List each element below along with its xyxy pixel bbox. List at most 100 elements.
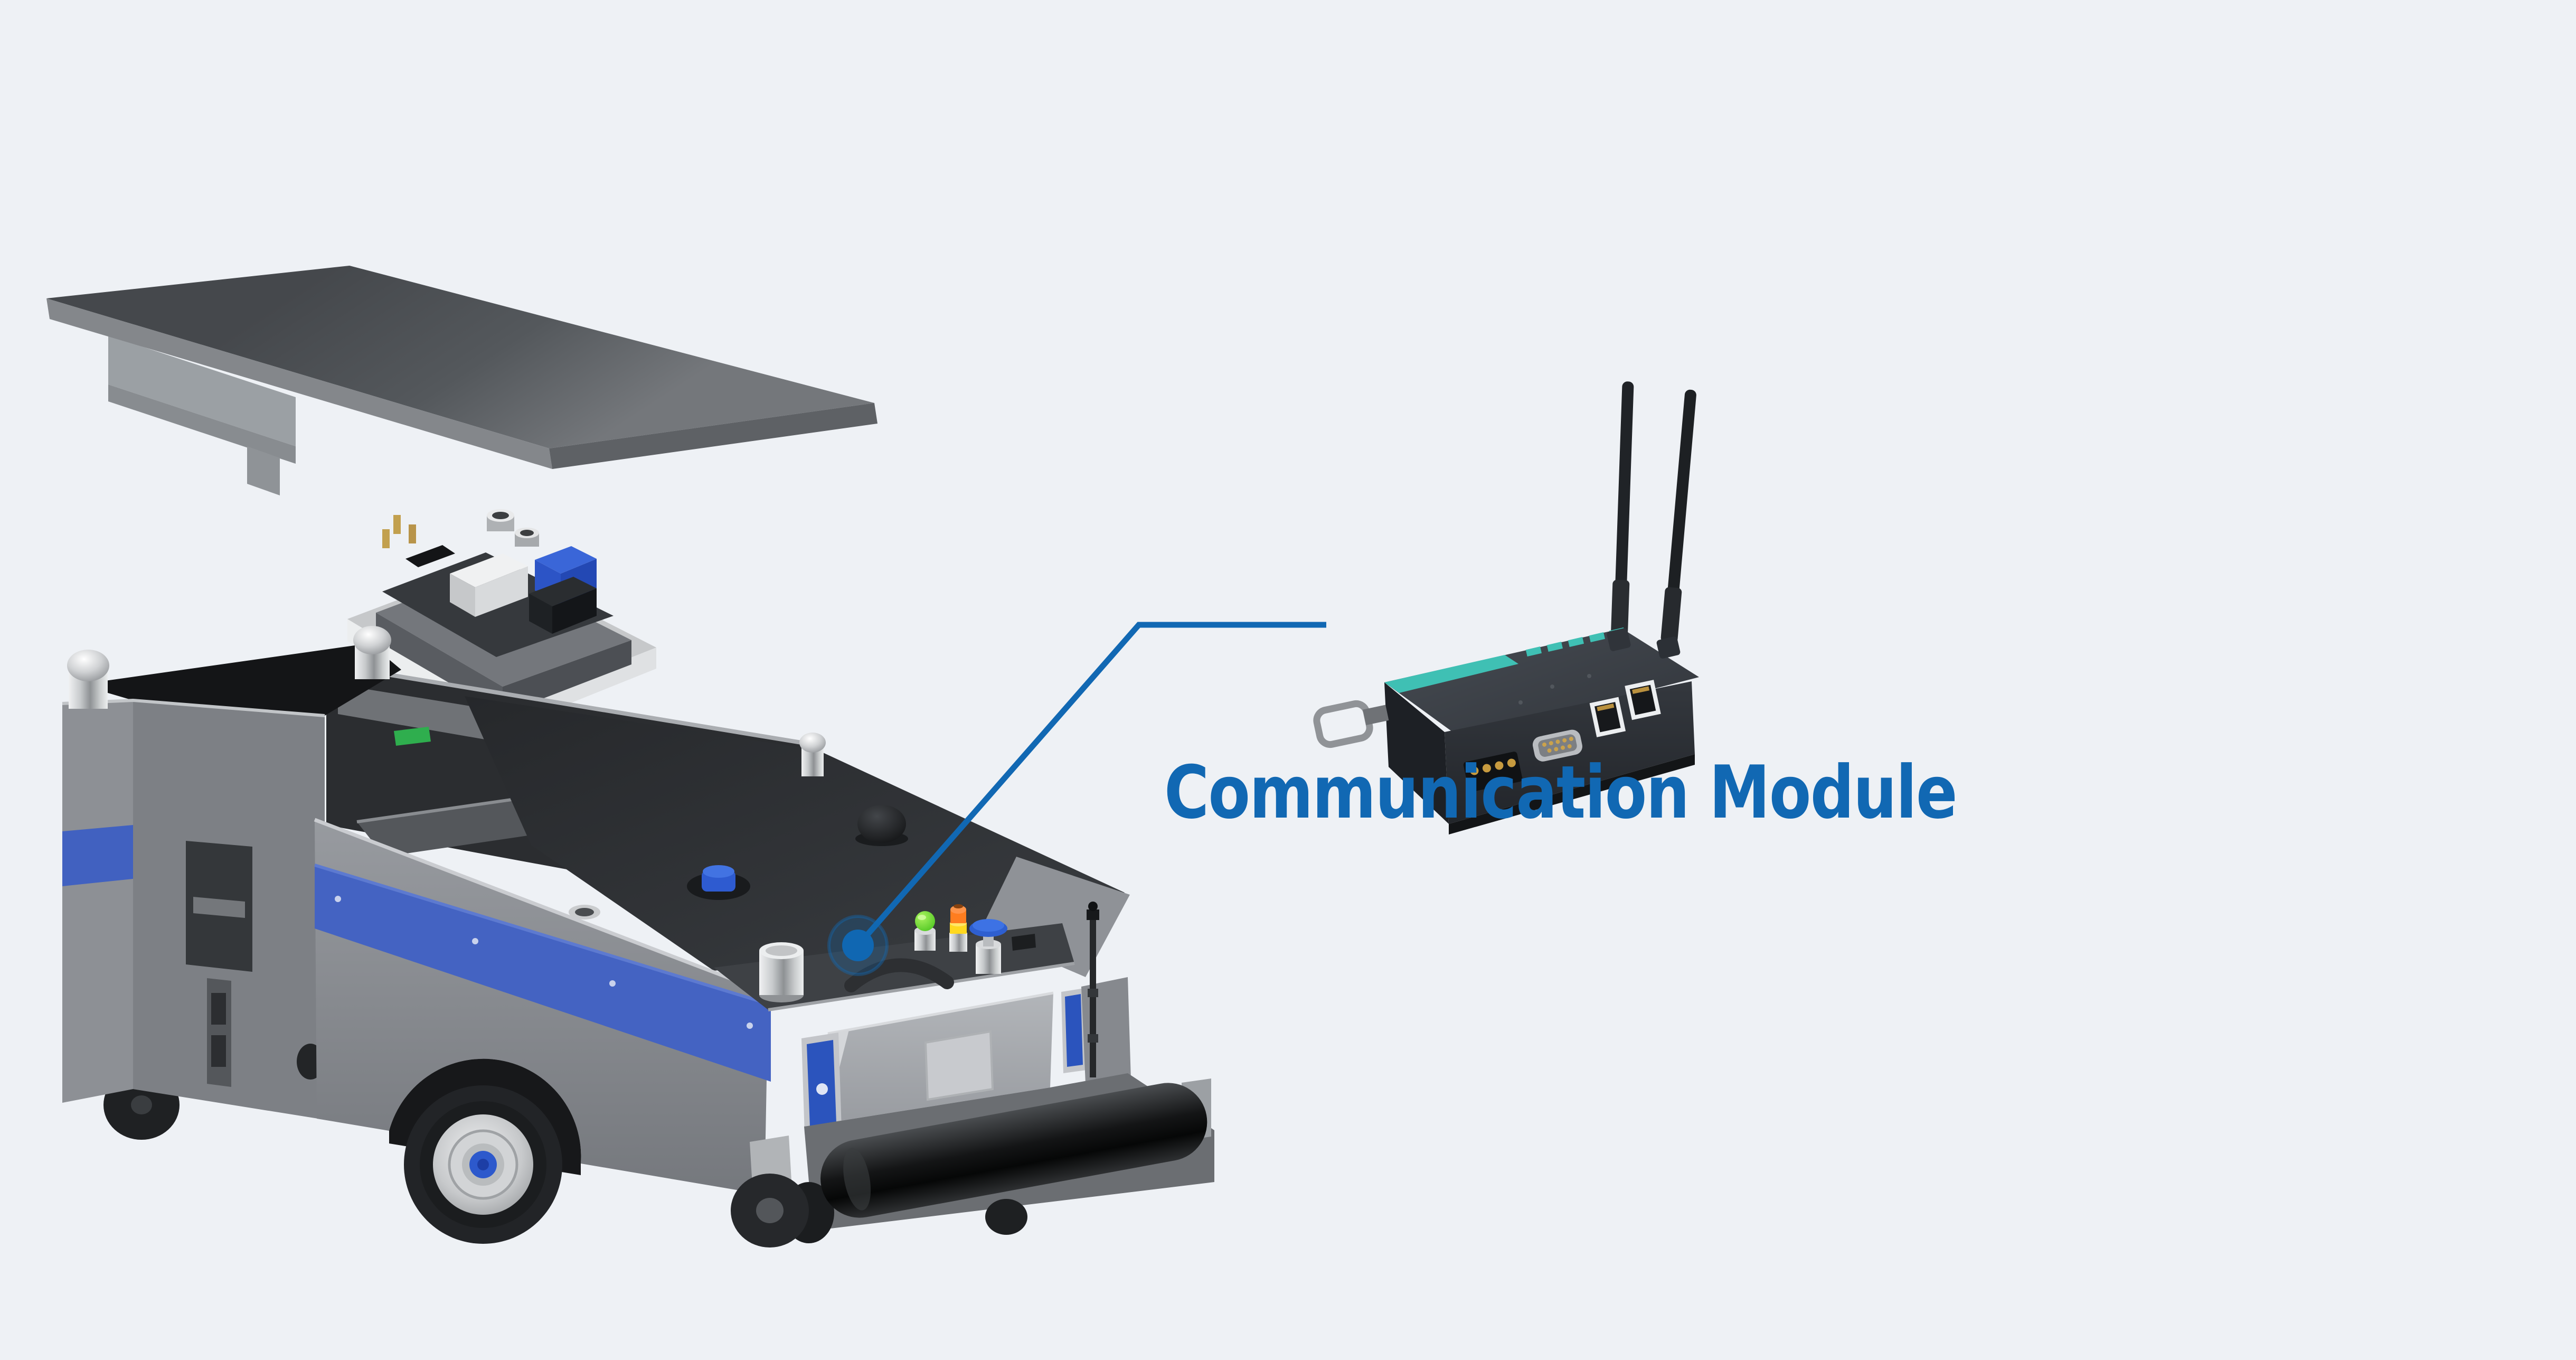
module-vent — [405, 545, 455, 567]
antenna-hinge — [1656, 636, 1681, 659]
stripe-blue — [315, 865, 771, 1082]
caster-wheels — [731, 1136, 1027, 1248]
bed-far-rim — [326, 662, 815, 747]
chrome-can-top-inner — [766, 945, 797, 956]
terminal-screw — [1507, 758, 1516, 767]
terminal-screw — [1470, 766, 1479, 775]
rear-wheel-hub — [131, 1095, 152, 1114]
front-face-top-edge — [827, 991, 1054, 1035]
terminal-screw — [1495, 761, 1504, 770]
white-connector-side — [450, 574, 475, 617]
device-antenna-2 — [1660, 389, 1696, 643]
bumper-end-cap — [843, 1148, 871, 1211]
top-cover-plate — [46, 266, 877, 495]
db9-pin — [1547, 748, 1552, 753]
bed-green-roller — [394, 727, 431, 746]
cover-bracket-tab — [247, 446, 280, 495]
device-top-face — [1384, 629, 1699, 738]
sma-connector — [409, 524, 416, 543]
antenna-sleeve — [1611, 579, 1630, 635]
black-connector — [552, 588, 597, 634]
vent-slat — [211, 993, 226, 1025]
db9-pin — [1555, 739, 1560, 744]
caster-wheel-small — [985, 1199, 1027, 1235]
module-body-side — [503, 640, 631, 714]
cover-plate-bevel-left — [46, 298, 552, 469]
teal-dash — [1568, 637, 1584, 647]
rear-box-left-face — [62, 700, 133, 1103]
device-bottom-edge — [1449, 754, 1695, 834]
estop-blue-top — [973, 919, 1004, 932]
corner-dome-light — [67, 650, 109, 681]
cover-plate-bevel-right — [549, 403, 877, 469]
comm-device — [1313, 381, 1699, 834]
drive-wheel-hub-center — [477, 1159, 489, 1170]
cover-bracket-shadow — [108, 384, 296, 464]
green-button — [915, 911, 935, 931]
rear-stripe-segment — [62, 825, 133, 886]
vent-slat — [211, 1035, 226, 1067]
device-ports — [1463, 680, 1661, 792]
din-clip-tab — [1363, 705, 1389, 726]
antenna-joint — [1088, 1034, 1098, 1043]
antenna-hinge — [1607, 628, 1631, 651]
antenna-sleeve — [1660, 587, 1682, 643]
cover-bracket — [108, 335, 296, 446]
db9-pin — [1561, 745, 1565, 750]
tower-cap — [954, 904, 963, 908]
drive-wheel — [404, 1085, 562, 1244]
antenna-joint — [1088, 989, 1098, 997]
near-rim-edge — [314, 818, 769, 995]
stripe-rivet — [747, 1023, 753, 1029]
db9-pin — [1567, 744, 1572, 748]
deck-front-lip — [768, 962, 1075, 1011]
white-connector-top — [450, 554, 528, 587]
rj45-contacts — [1632, 686, 1650, 694]
rear-box-opening — [79, 643, 401, 716]
key-switch — [1012, 934, 1036, 951]
db9-pin — [1562, 738, 1567, 743]
db9-pin — [1569, 737, 1573, 742]
top-speckle — [1518, 700, 1523, 705]
db9-pin — [1549, 741, 1553, 746]
callout-line — [855, 622, 1326, 948]
front-dark-cowl — [465, 696, 1125, 971]
antenna-tip — [1087, 909, 1099, 920]
antenna-mast — [1090, 919, 1096, 1077]
stripe-highlight — [314, 864, 771, 1006]
antenna-rod — [1667, 389, 1696, 599]
callout-dot — [842, 930, 874, 961]
stripe-rivet — [335, 896, 341, 902]
green-button-highlight — [918, 915, 926, 920]
device-teal-strip — [1384, 655, 1518, 693]
black-dome-beacon — [857, 805, 906, 843]
gps-puck-top — [703, 865, 734, 878]
callout-label: Communication Module — [1164, 750, 1958, 835]
front-display-panel — [924, 1030, 994, 1101]
bumper-cylinder — [820, 1083, 1207, 1218]
corner-dome-light — [353, 626, 391, 654]
sma-connector — [382, 529, 390, 548]
handle-shelf — [193, 897, 245, 918]
sma-connector — [393, 515, 401, 534]
control-deck — [714, 904, 1075, 1011]
agv-vehicle — [62, 626, 1214, 1248]
console-handle — [844, 958, 954, 992]
db9-pin — [1542, 742, 1547, 747]
m12-connector-hole — [492, 512, 509, 519]
din-clip-ring — [1313, 700, 1373, 748]
device-left-face — [1384, 682, 1449, 824]
teal-dash — [1589, 632, 1605, 642]
black-connector-side — [529, 594, 552, 634]
top-speckle — [1587, 674, 1591, 678]
antenna-rod — [1615, 381, 1634, 591]
top-speckle — [1550, 684, 1554, 689]
rj45-contacts — [1597, 703, 1615, 711]
estop-base — [976, 944, 1001, 974]
sensor-bar-dot — [816, 1083, 828, 1095]
tower-base — [949, 933, 967, 952]
sensor-bar-right — [1065, 994, 1083, 1067]
vehicle-antenna — [1087, 902, 1099, 1077]
